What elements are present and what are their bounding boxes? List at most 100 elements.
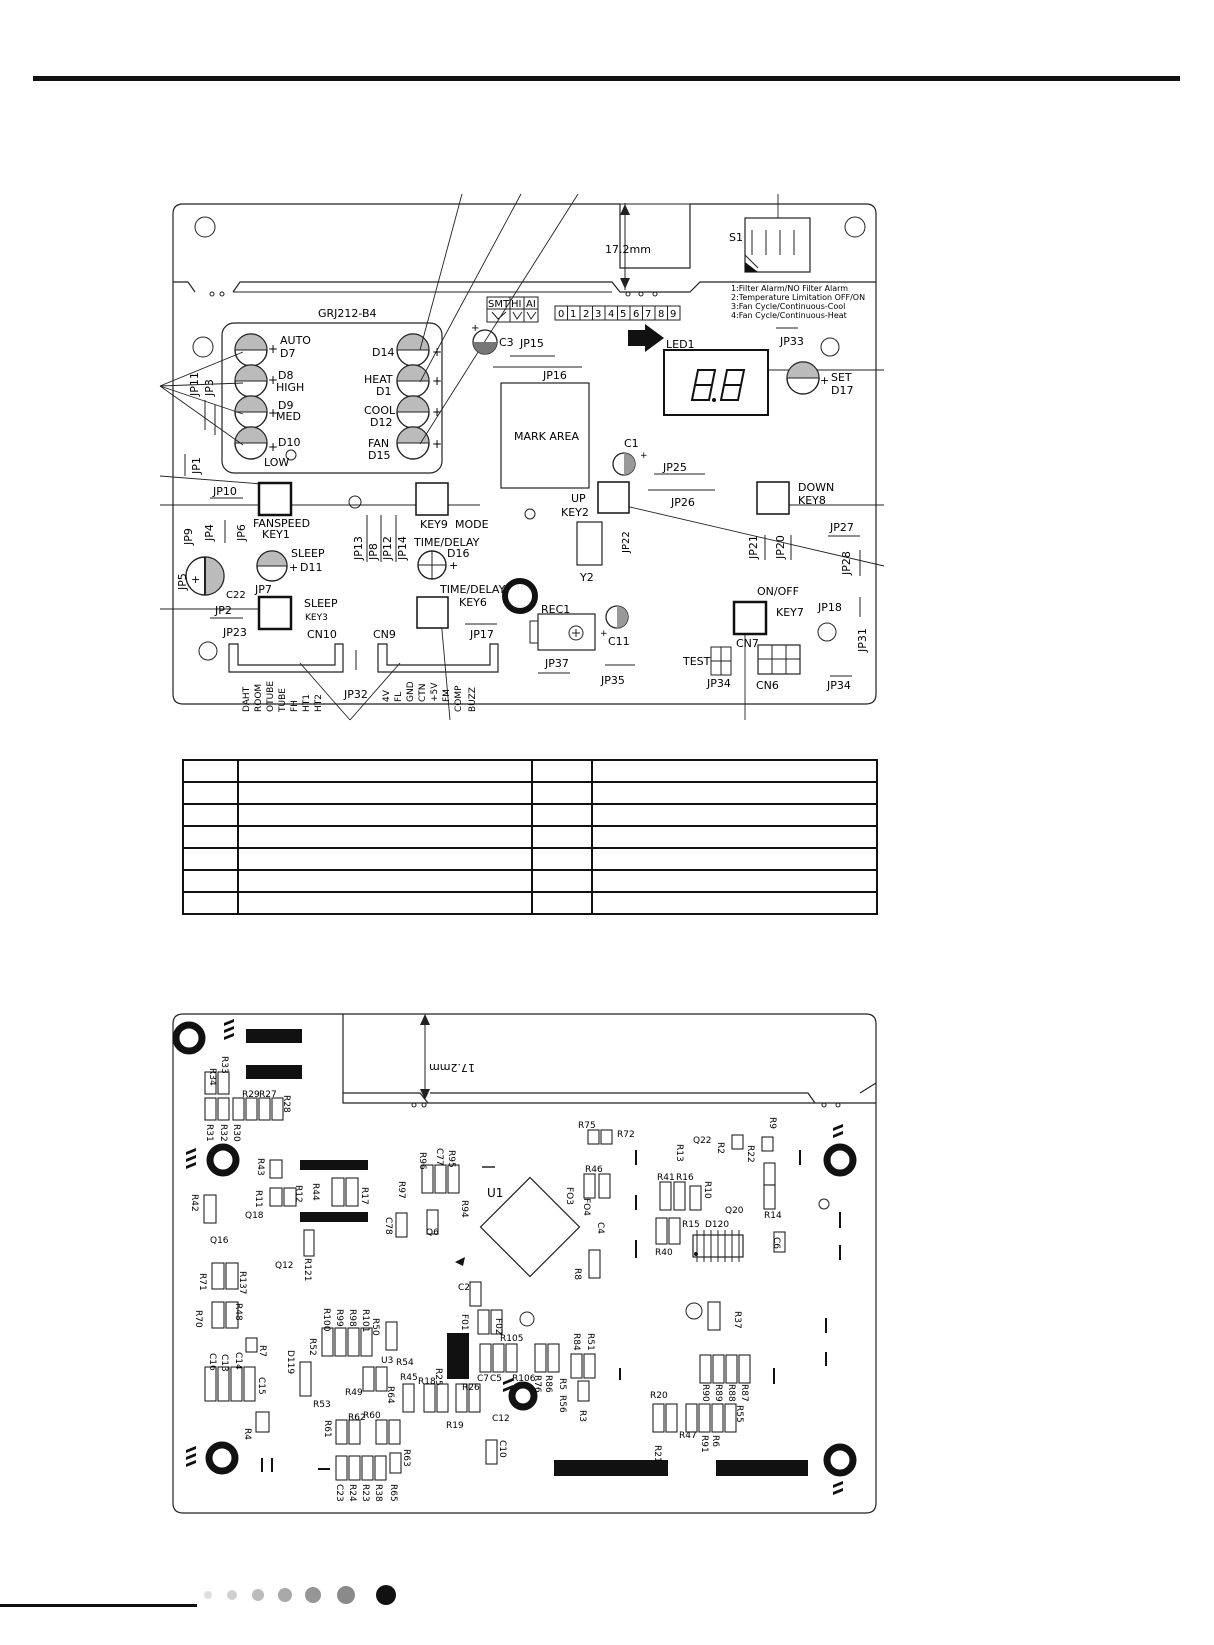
svg-text:R23: R23 [360, 1484, 370, 1502]
svg-text:COMP: COMP [454, 685, 464, 712]
svg-text:JP7: JP7 [254, 583, 272, 596]
mount-hole [192, 336, 214, 358]
svg-text:CN10: CN10 [307, 628, 337, 641]
svg-text:Q22: Q22 [693, 1136, 712, 1146]
svg-text:R90: R90 [700, 1384, 710, 1402]
svg-text:HT1: HT1 [302, 694, 312, 712]
selector-digits: 0 1 2 3 4 5 6 7 8 9 [554, 305, 681, 321]
svg-text:R8: R8 [572, 1268, 582, 1280]
svg-text:JP34: JP34 [826, 679, 851, 692]
svg-text:JP9: JP9 [182, 528, 195, 546]
header-rule [33, 76, 1180, 81]
svg-text:U3: U3 [381, 1356, 393, 1366]
svg-text:FO3: FO3 [564, 1187, 574, 1205]
svg-text:R16: R16 [676, 1173, 694, 1183]
svg-text:TIME/DELAY: TIME/DELAY [413, 536, 480, 549]
svg-text:+: + [820, 374, 829, 387]
table-row [182, 803, 879, 827]
bottom-dimension-label: 17.2mm [429, 1061, 475, 1074]
svg-text:D120: D120 [705, 1220, 729, 1230]
svg-text:JP22: JP22 [621, 531, 632, 554]
led-high-label: HIGH [276, 381, 304, 394]
svg-text:R91: R91 [699, 1435, 709, 1453]
svg-text:2: 2 [583, 309, 589, 320]
svg-text:R94: R94 [459, 1200, 469, 1218]
svg-text:R64: R64 [385, 1386, 395, 1404]
svg-text:R5: R5 [557, 1378, 567, 1390]
led-d9-label: D9 [278, 399, 293, 412]
svg-text:R71: R71 [197, 1273, 207, 1291]
svg-text:F02: F02 [493, 1318, 503, 1335]
mount-hole [205, 1441, 239, 1475]
seven-seg [690, 369, 746, 401]
svg-text:R14: R14 [764, 1211, 782, 1221]
svg-text:R96: R96 [417, 1152, 427, 1170]
mode-label: MODE [455, 518, 489, 531]
svg-text:Q6: Q6 [426, 1228, 439, 1238]
svg-text:R95: R95 [446, 1150, 456, 1168]
svg-text:BUZZ: BUZZ [468, 687, 478, 712]
table-row [182, 847, 879, 871]
svg-text:4V: 4V [382, 689, 392, 702]
svg-text:JP28: JP28 [840, 551, 853, 576]
screw-icon [186, 1019, 843, 1495]
svg-text:R15: R15 [682, 1220, 700, 1230]
svg-text:C13: C13 [219, 1354, 229, 1372]
svg-text:R88: R88 [726, 1384, 736, 1402]
svg-text:R12: R12 [293, 1185, 303, 1203]
svg-text:C2: C2 [458, 1283, 470, 1293]
cn9-connector [377, 643, 499, 673]
bottom-board-diagram: 17.2mm U1 D120 [172, 1013, 877, 1514]
svg-text:JP31: JP31 [856, 628, 869, 653]
svg-text:3: 3 [595, 309, 601, 320]
model-label: GRJ212-B4 [318, 307, 377, 320]
led-low-label: LOW [264, 456, 289, 469]
svg-text:R121: R121 [302, 1258, 312, 1281]
svg-text:R75: R75 [578, 1121, 596, 1131]
svg-text:SMT: SMT [488, 299, 510, 310]
svg-text:+: + [432, 345, 442, 359]
svg-text:R89: R89 [713, 1384, 723, 1402]
u1-chip [479, 1176, 581, 1278]
svg-text:R98: R98 [347, 1309, 357, 1327]
svg-text:R52: R52 [307, 1338, 317, 1356]
led-d1-label: D1 [376, 385, 391, 398]
svg-text:R63: R63 [401, 1449, 411, 1467]
svg-text:ROOM: ROOM [254, 684, 264, 712]
key8-label: KEY8 [798, 494, 826, 507]
led-auto-label: AUTO [280, 334, 311, 347]
svg-text:+5V: +5V [430, 682, 440, 702]
svg-text:C11: C11 [608, 635, 630, 648]
svg-text:+: + [268, 440, 278, 454]
svg-text:R51: R51 [585, 1333, 595, 1351]
svg-text:R29: R29 [242, 1090, 260, 1100]
svg-text:C6: C6 [771, 1237, 781, 1249]
mark-area [500, 382, 590, 489]
svg-text:R43: R43 [255, 1158, 265, 1176]
set-label: SET [831, 371, 852, 384]
svg-text:1: 1 [570, 309, 576, 320]
svg-text:R21: R21 [652, 1445, 662, 1463]
svg-text:R6: R6 [710, 1435, 720, 1447]
svg-text:JP37: JP37 [544, 657, 569, 670]
svg-text:R105: R105 [500, 1334, 523, 1344]
led1-arrow [628, 324, 664, 352]
svg-text:+: + [432, 437, 442, 451]
component-labels: R34 R33 R29 R27 R28 R31 R32 R30 R43 R11 … [189, 1056, 782, 1502]
led-fan-label: FAN [368, 437, 389, 450]
svg-text:REC1: REC1 [541, 603, 570, 616]
svg-text:R38: R38 [373, 1484, 383, 1502]
mount-hole [206, 1143, 240, 1177]
svg-text:JP3: JP3 [203, 379, 216, 397]
svg-text:JP13: JP13 [352, 536, 365, 561]
svg-text:R61: R61 [322, 1420, 332, 1438]
svg-text:CN9: CN9 [373, 628, 396, 641]
mount-hole [194, 216, 216, 238]
svg-text:JP35: JP35 [600, 674, 625, 687]
svg-text:R101: R101 [360, 1309, 370, 1332]
svg-text:Y2: Y2 [579, 571, 594, 584]
svg-text:R10: R10 [702, 1181, 712, 1199]
led-d10-label: D10 [278, 436, 300, 449]
svg-text:R13: R13 [674, 1144, 684, 1162]
svg-text:R99: R99 [334, 1309, 344, 1327]
